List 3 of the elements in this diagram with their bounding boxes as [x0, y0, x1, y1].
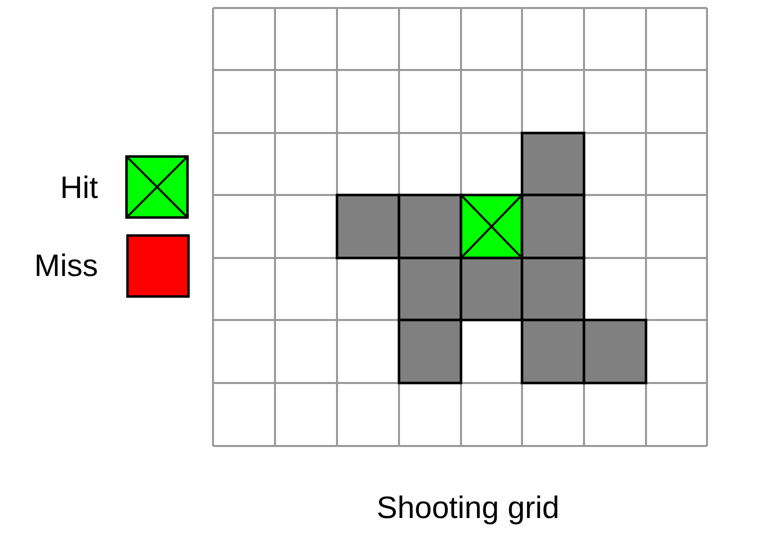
legend-label: Hit [60, 170, 98, 206]
legend-label: Miss [34, 248, 98, 284]
caption: Shooting grid [376, 490, 560, 526]
